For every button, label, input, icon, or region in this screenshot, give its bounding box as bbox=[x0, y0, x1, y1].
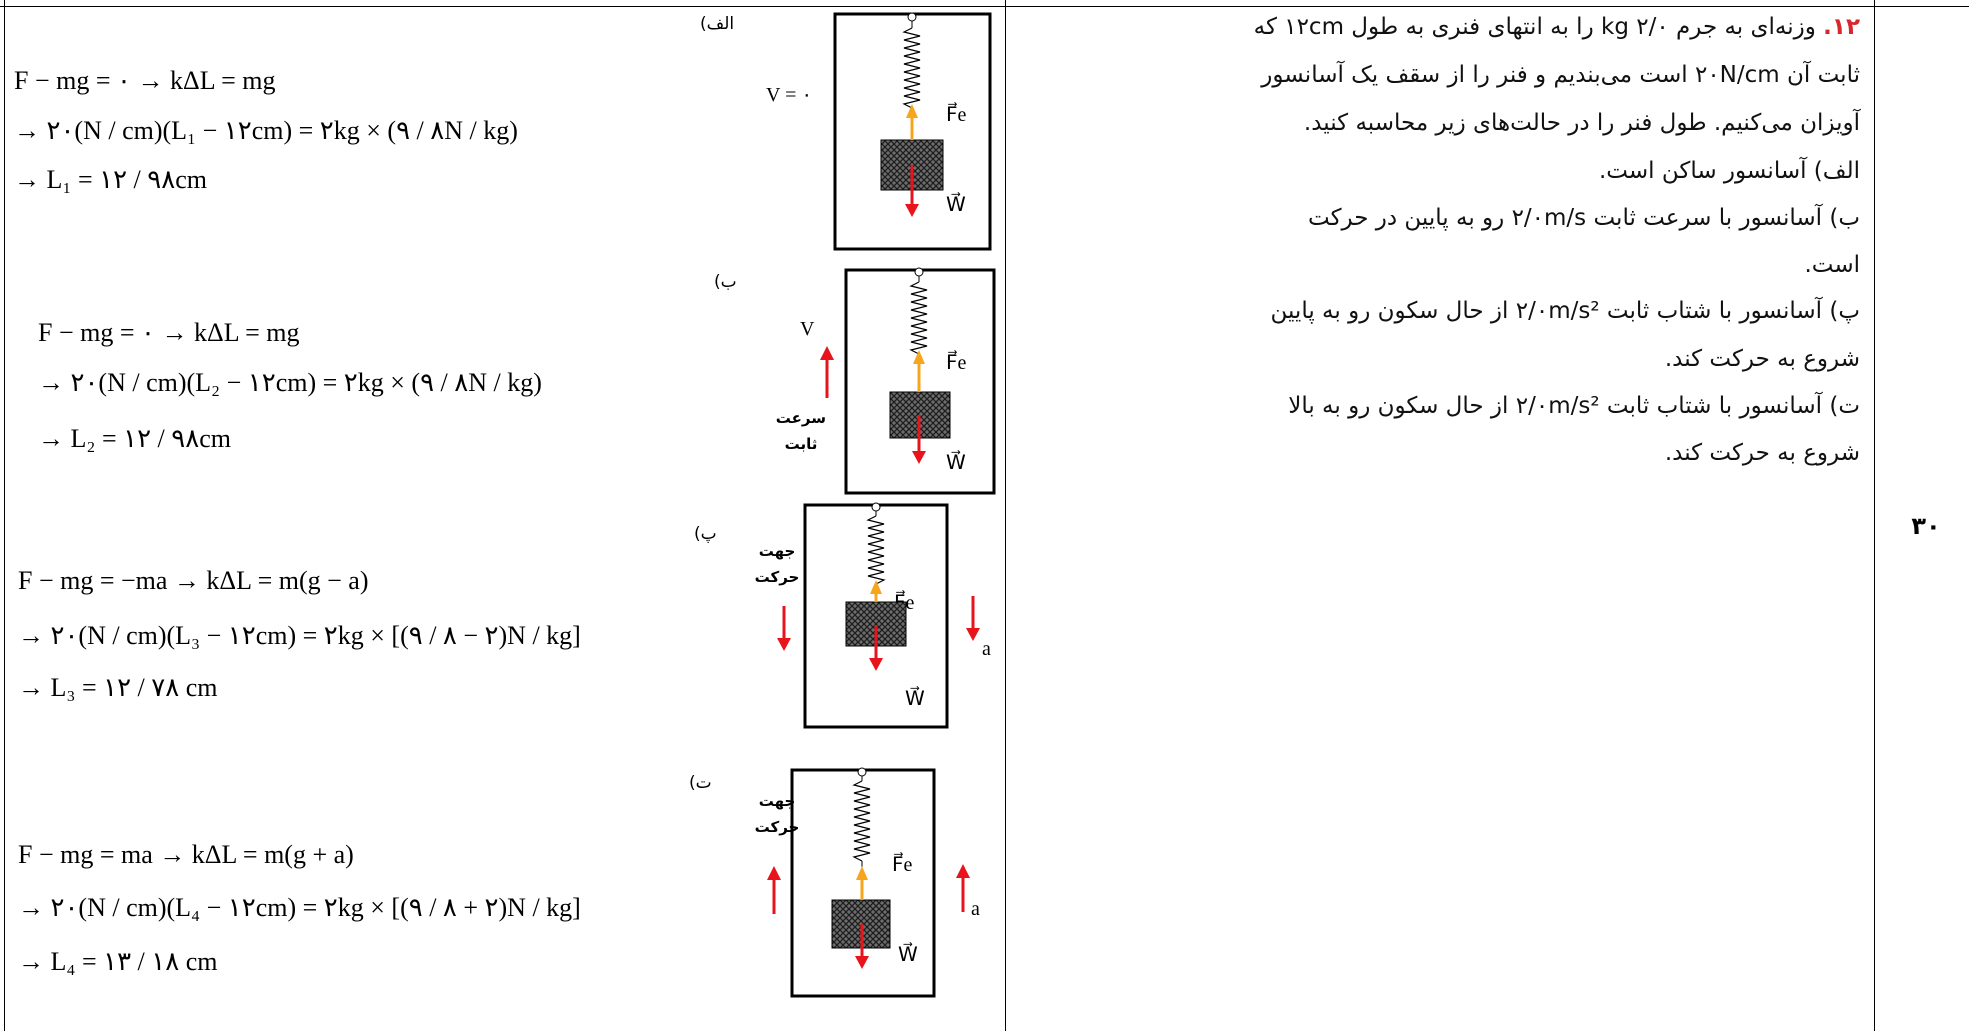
eq-c-line-1: F − mg = −ma → kΔL = m(g − a) bbox=[18, 566, 369, 595]
question-line-3: آویزان می‌کنیم. طول فنر را در حالت‌های ز… bbox=[1303, 110, 1860, 136]
eq-d-line-3: → L₄ = ۱۳ / ۱۸ cm bbox=[18, 947, 218, 976]
elevator-a-diagram bbox=[833, 12, 992, 251]
question-line-10: شروع به حرکت کند. bbox=[1664, 440, 1860, 466]
velocity-label: V bbox=[800, 318, 815, 340]
question-number: ۱۲. bbox=[1823, 14, 1860, 40]
fe-label-d: F⃗e bbox=[892, 854, 913, 876]
motion-direction-note-c: جهت حرکت bbox=[754, 542, 800, 586]
question-line-6: است. bbox=[1804, 252, 1860, 278]
motion-direction-note-d: جهت حرکت bbox=[754, 792, 800, 836]
eq-d-line-1: F − mg = ma → kΔL = m(g + a) bbox=[18, 840, 354, 869]
eq-a-line-1: F − mg = ۰ → kΔL = mg bbox=[14, 66, 276, 95]
w-label-c: W⃗ bbox=[905, 688, 925, 710]
eq-b-line-3: → L₂ = ۱۲ / ۹۸cm bbox=[38, 424, 231, 453]
question-line-5: ب) آسانسور با سرعت ثابت ۲/۰m/s رو به پای… bbox=[1308, 205, 1860, 231]
eq-c-line-3: → L₃ = ۱۲ / ۷۸ cm bbox=[18, 673, 218, 702]
w-label-a: W⃗ bbox=[946, 194, 966, 216]
elevator-d-diagram bbox=[767, 767, 970, 998]
a-label-c: a bbox=[982, 638, 991, 660]
part-label-c: پ) bbox=[694, 524, 717, 544]
eq-b-line-2: → ۲۰(N / cm)(L₂ − ۱۲cm) = ۲kg × (۹ / ۸N … bbox=[38, 368, 542, 397]
question-line-7: پ) آسانسور با شتاب ثابت ۲/۰m/s² از حال س… bbox=[1270, 298, 1860, 324]
a-label-d: a bbox=[971, 898, 980, 920]
question-line-1: ۱۲. وزنه‌ای به جرم ۲/۰ kg را به انتهای ف… bbox=[1253, 14, 1860, 40]
fe-label-a: F⃗e bbox=[946, 104, 967, 126]
eq-d-line-2: → ۲۰(N / cm)(L₄ − ۱۲cm) = ۲kg × [(۹ / ۸ … bbox=[18, 893, 581, 922]
fe-label-b: F⃗e bbox=[946, 352, 967, 374]
column-divider-1 bbox=[1005, 0, 1006, 1031]
question-line-9: ت) آسانسور با شتاب ثابت ۲/۰m/s² از حال س… bbox=[1288, 393, 1860, 419]
w-label-d: W⃗ bbox=[898, 944, 918, 966]
eq-b-line-1: F − mg = ۰ → kΔL = mg bbox=[38, 318, 300, 347]
question-line-4: الف) آسانسور ساکن است. bbox=[1599, 158, 1860, 184]
eq-c-line-2: → ۲۰(N / cm)(L₃ − ۱۲cm) = ۲kg × [(۹ / ۸ … bbox=[18, 621, 581, 650]
part-label-d: ت) bbox=[689, 773, 712, 793]
eq-a-line-3: → L₁ = ۱۲ / ۹۸cm bbox=[14, 165, 207, 194]
row-number: ۳۰ bbox=[1911, 512, 1941, 540]
part-label-a: الف) bbox=[700, 14, 735, 34]
w-label-b: W⃗ bbox=[946, 452, 966, 474]
question-line-8: شروع به حرکت کند. bbox=[1664, 346, 1860, 372]
eq-a-line-2: → ۲۰(N / cm)(L₁ − ۱۲cm) = ۲kg × (۹ / ۸N … bbox=[14, 116, 518, 145]
velocity-zero-label: V = ۰ bbox=[766, 84, 813, 106]
table-left-border bbox=[4, 0, 5, 1031]
question-line-2: ثابت آن ۲۰N/cm است می‌بندیم و فنر را از … bbox=[1261, 62, 1860, 88]
elevator-c-diagram bbox=[777, 502, 980, 729]
elevator-b-diagram bbox=[820, 267, 996, 495]
table-top-border bbox=[0, 6, 1969, 7]
constant-speed-note: سرعت ثابت bbox=[775, 409, 826, 453]
part-label-b: ب) bbox=[714, 272, 737, 292]
column-divider-2 bbox=[1874, 0, 1875, 1031]
